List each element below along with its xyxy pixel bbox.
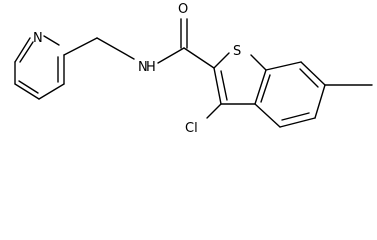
bond-c3-c2-inner bbox=[220, 70, 228, 101]
atom-pyridine-nitrogen: N bbox=[33, 31, 43, 46]
bond-pyr-5-inner bbox=[18, 80, 39, 94]
bond-n-carbonyl bbox=[157, 47, 185, 64]
bond-c3-cl bbox=[206, 103, 222, 119]
bond-pyr-5 bbox=[14, 83, 40, 100]
bond-c7a-c3a bbox=[254, 69, 267, 105]
bond-c6-c5 bbox=[314, 84, 326, 119]
bond-c3-c2 bbox=[213, 67, 222, 105]
bond-c7-c6-inner bbox=[299, 68, 319, 88]
bond-pyr-1 bbox=[14, 37, 31, 63]
bond-c5-c4-inner bbox=[281, 112, 310, 121]
atom-chlorine: Cl bbox=[185, 121, 198, 136]
bond-c3a-c7a-inner bbox=[260, 74, 271, 103]
atom-amide-hydrogen: H bbox=[146, 60, 156, 75]
bond-ch2-n bbox=[96, 37, 135, 60]
bond-c7-c6 bbox=[300, 61, 326, 86]
bond-pyr-4 bbox=[38, 83, 65, 100]
bond-c2-s bbox=[213, 52, 230, 69]
atom-amide-nitrogen: N bbox=[138, 60, 148, 75]
bond-carbonyl-c2 bbox=[183, 47, 215, 69]
bond-pyr-1-inner bbox=[19, 41, 34, 63]
atom-sulfur: S bbox=[233, 44, 241, 59]
bond-c7a-c7 bbox=[265, 61, 302, 71]
bond-c4-c3a bbox=[254, 103, 281, 128]
bond-c5-c4 bbox=[279, 117, 316, 128]
molecule-diagram: O N H N S Cl bbox=[14, 2, 373, 136]
bond-s-c7a bbox=[250, 54, 267, 71]
structure-canvas: O N H N S Cl bbox=[14, 2, 373, 136]
atom-oxygen: O bbox=[178, 2, 188, 17]
bond-pyr-2 bbox=[43, 35, 60, 46]
bond-pyr-ch2 bbox=[63, 37, 98, 56]
